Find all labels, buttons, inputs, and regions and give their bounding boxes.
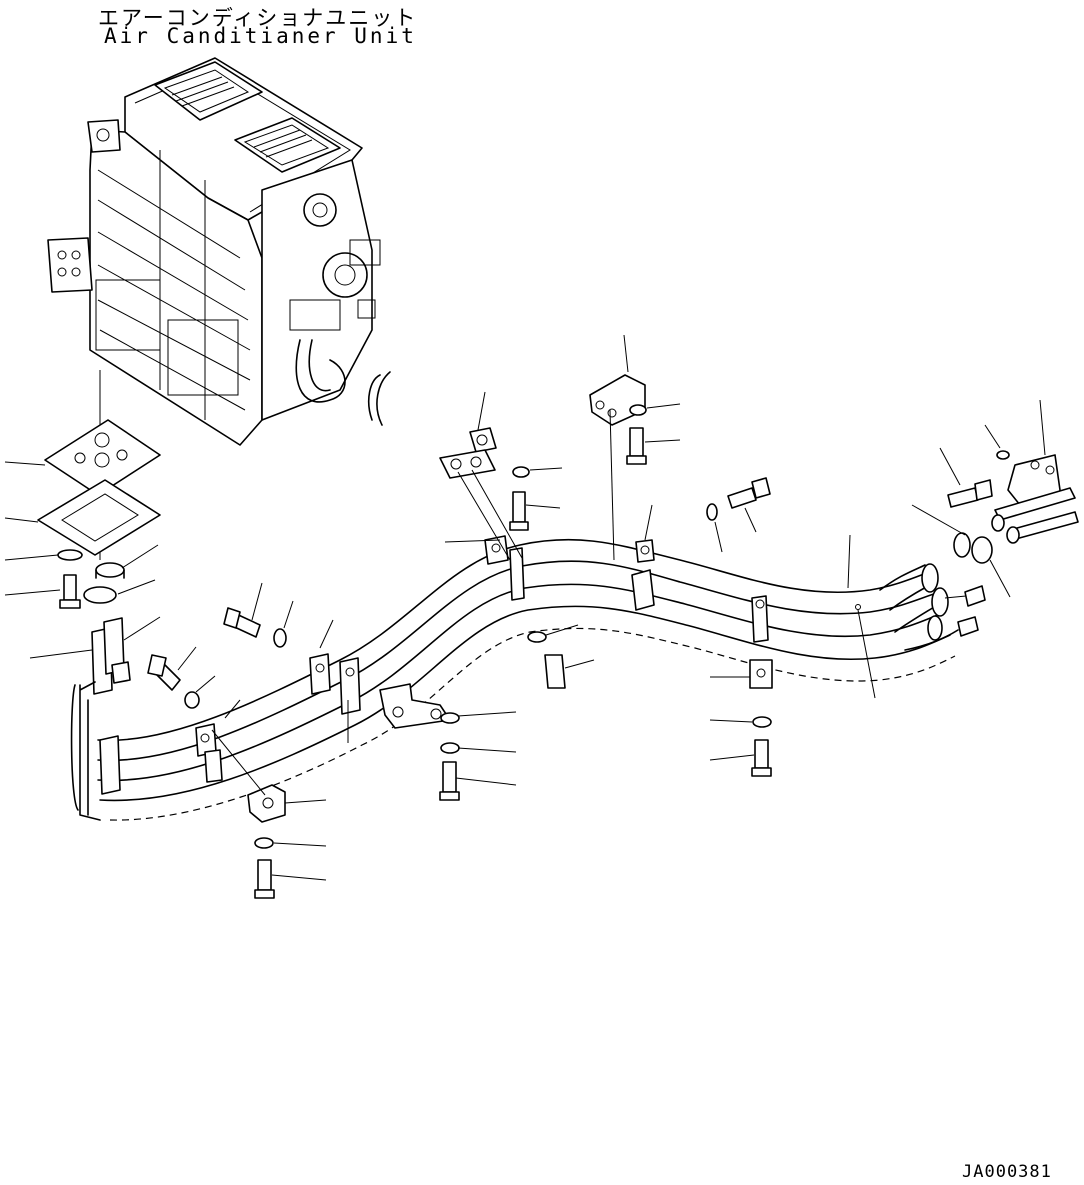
drawing-number: JA000381: [962, 1162, 1052, 1182]
unit-title-japanese: エアーコンディショナユニット: [98, 6, 418, 30]
mounting-plate-gasket: [4, 370, 161, 609]
clamp-bracket-top: [439, 391, 563, 561]
hose-assembly: [70, 535, 959, 821]
unit-title-english: Air Canditianer Unit: [104, 24, 417, 48]
bolt-washer-set-center: [706, 477, 876, 699]
right-bracket-assembly: [911, 399, 1079, 637]
support-bracket-center: [589, 334, 681, 561]
air-conditioner-unit: [47, 57, 391, 446]
lower-fasteners: [29, 539, 773, 899]
